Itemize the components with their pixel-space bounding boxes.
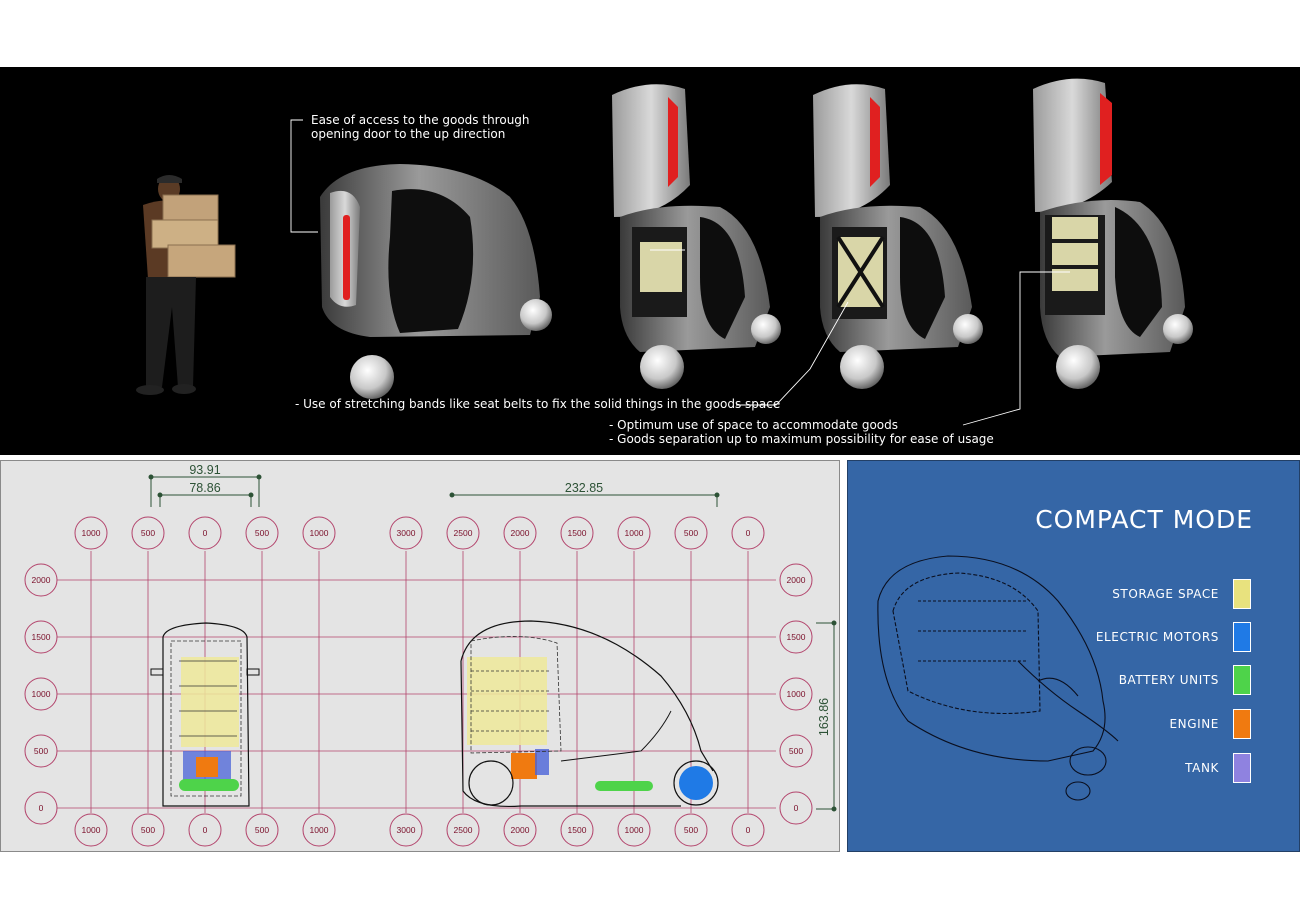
annotation-stretching-bands: - Use of stretching bands like seat belt… xyxy=(295,397,781,411)
vehicle-renders xyxy=(136,78,1193,426)
legend-label: ELECTRIC MOTORS xyxy=(1095,630,1219,644)
grid-bubbles xyxy=(24,516,813,847)
grid-label-side-bottom: 1000 xyxy=(625,825,644,835)
compact-mode-wireframe xyxy=(877,555,1119,801)
vehicle-render-shelves xyxy=(1033,78,1193,389)
vehicle-side-view-drawing xyxy=(460,620,719,808)
grid-label-height-right: 1500 xyxy=(787,632,806,642)
grid-label-height-left: 0 xyxy=(39,803,44,813)
compact-mode-title: COMPACT MODE xyxy=(1035,505,1253,534)
grid-label-side-top: 2000 xyxy=(511,528,530,538)
dimension-front-width-inner: 78.86 xyxy=(189,481,220,495)
grid-label-height-left: 1500 xyxy=(32,632,51,642)
vehicle-render-door-open xyxy=(612,84,781,389)
grid-label-front-bottom: 0 xyxy=(203,825,208,835)
legend-label: TANK xyxy=(1185,761,1219,775)
dimension-height: 163.86 xyxy=(817,698,831,736)
vehicle-render-bands xyxy=(813,84,983,389)
grid-label-height-right: 1000 xyxy=(787,689,806,699)
grid-label-height-left: 2000 xyxy=(32,575,51,585)
grid-label-side-top: 0 xyxy=(746,528,751,538)
grid-label-height-right: 0 xyxy=(794,803,799,813)
annotation-line: opening door to the up direction xyxy=(311,127,506,141)
legend-item-storage-space: STORAGE SPACE xyxy=(1112,577,1251,611)
annotation-space-usage: - Optimum use of space to accommodate go… xyxy=(609,418,994,446)
vehicle-render-closed xyxy=(320,164,552,399)
grid-label-side-top: 1500 xyxy=(568,528,587,538)
delivery-person-figure xyxy=(136,175,236,395)
legend-item-engine: ENGINE xyxy=(1169,707,1251,741)
grid-label-side-top: 500 xyxy=(684,528,698,538)
vehicle-front-view-drawing xyxy=(150,622,260,807)
legend-item-tank: TANK xyxy=(1185,751,1251,785)
legend-item-battery-units: BATTERY UNITS xyxy=(1119,663,1251,697)
grid-label-height-right: 2000 xyxy=(787,575,806,585)
grid-label-front-bottom: 1000 xyxy=(310,825,329,835)
grid-label-side-bottom: 1500 xyxy=(568,825,587,835)
annotation-line: - Optimum use of space to accommodate go… xyxy=(609,418,899,432)
annotation-line: Ease of access to the goods through xyxy=(311,113,530,127)
grid-label-front-bottom: 500 xyxy=(141,825,155,835)
dimension-front-width-outer: 93.91 xyxy=(189,463,220,477)
grid-label-side-bottom: 3000 xyxy=(397,825,416,835)
legend-item-electric-motors: ELECTRIC MOTORS xyxy=(1096,620,1251,654)
grid-label-front-bottom: 1000 xyxy=(82,825,101,835)
grid-label-side-top: 3000 xyxy=(397,528,416,538)
grid-label-side-bottom: 0 xyxy=(746,825,751,835)
grid-label-height-left: 1000 xyxy=(32,689,51,699)
dimension-grid: 1000 500 0 500 1000 3000 2500 2000 1500 … xyxy=(24,463,837,847)
legend-swatch-battery xyxy=(1233,665,1251,695)
legend-label: ENGINE xyxy=(1169,717,1219,731)
annotation-door-access: Ease of access to the goods through open… xyxy=(311,113,530,141)
grid-label-front-top: 1000 xyxy=(82,528,101,538)
compact-mode-panel: COMPACT MODE STORAGE SPACE ELECTRIC MOTO… xyxy=(847,460,1300,852)
legend-swatch-storage xyxy=(1233,579,1251,609)
grid-label-front-top: 500 xyxy=(255,528,269,538)
legend-swatch-tank xyxy=(1233,753,1251,783)
legend-label: BATTERY UNITS xyxy=(1118,673,1219,687)
grid-label-height-right: 500 xyxy=(789,746,803,756)
grid-label-side-bottom: 2500 xyxy=(454,825,473,835)
grid-label-side-bottom: 2000 xyxy=(511,825,530,835)
legend-swatch-motors xyxy=(1233,622,1251,652)
grid-label-height-left: 500 xyxy=(34,746,48,756)
grid-lines xyxy=(56,551,776,813)
render-panel: Ease of access to the goods through open… xyxy=(0,67,1300,455)
legend-swatch-engine xyxy=(1233,709,1251,739)
grid-label-side-top: 1000 xyxy=(625,528,644,538)
grid-label-front-top: 0 xyxy=(203,528,208,538)
grid-label-front-top: 1000 xyxy=(310,528,329,538)
annotation-leader-lines xyxy=(290,119,1070,426)
legend-label: STORAGE SPACE xyxy=(1112,587,1219,601)
grid-label-front-bottom: 500 xyxy=(255,825,269,835)
technical-drawing-panel: 1000 500 0 500 1000 3000 2500 2000 1500 … xyxy=(0,460,840,852)
dimension-side-length: 232.85 xyxy=(565,481,603,495)
grid-label-side-top: 2500 xyxy=(454,528,473,538)
grid-label-side-bottom: 500 xyxy=(684,825,698,835)
grid-label-front-top: 500 xyxy=(141,528,155,538)
dimension-lines xyxy=(148,474,837,812)
annotation-line: - Goods separation up to maximum possibi… xyxy=(609,432,994,446)
